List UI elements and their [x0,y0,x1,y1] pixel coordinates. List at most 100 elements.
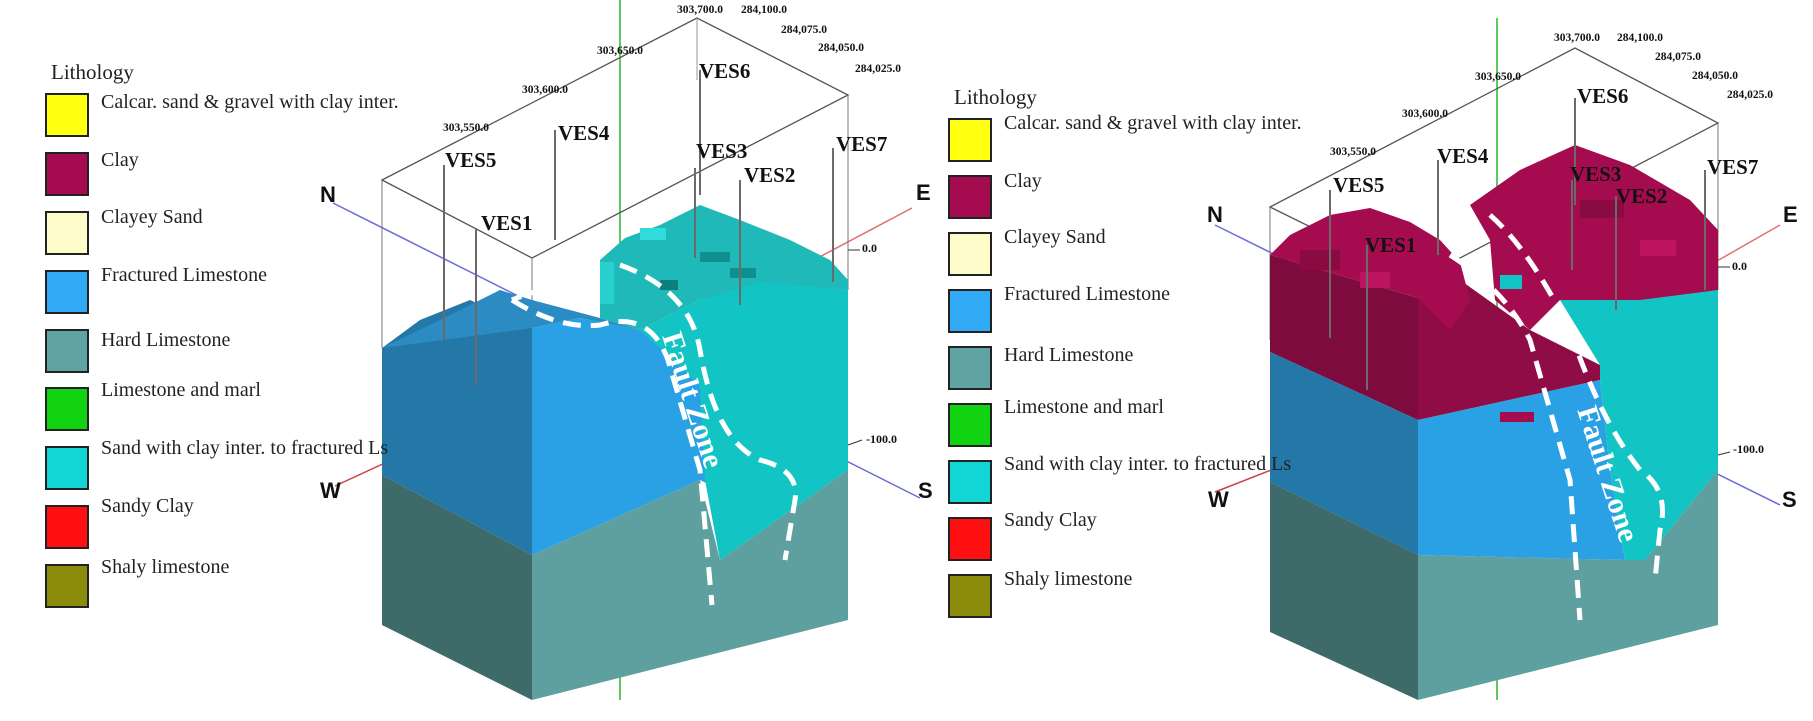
elevation-top-left: 0.0 [862,241,877,255]
fault-boundary-left-right [1448,252,1583,621]
swatch-clay [45,152,89,196]
ew-axis-left [809,207,913,263]
legend-item-limestone-marl: Limestone and marl [948,396,1164,447]
coord-y-label: 284,100.0 [741,4,787,16]
legend-item-sand-clay-fractured: Sand with clay inter. to fractured Ls [45,437,388,490]
legend-title: Lithology [954,85,1037,109]
left-face-clay [1270,255,1418,420]
legend-item-hard-limestone: Hard Limestone [45,329,230,373]
cyan-block [1500,275,1522,289]
legend-label: Clayey Sand [1004,226,1106,248]
fault-boundary-right-right [1488,213,1665,581]
swatch-sandy-clay [948,517,992,561]
legend-label: Limestone and marl [1004,396,1164,418]
right-block-model: Fault Zone VES5 VES4 VES1 VES6 VES3 VES2… [1207,18,1798,700]
borehole-label-ves1-right: VES1 [1365,233,1416,257]
borehole-label-ves3-right: VES3 [1570,162,1621,186]
legend-label: Sand with clay inter. to fractured Ls [1004,453,1292,475]
direction-n-right: N [1207,202,1223,227]
legend-label: Sand with clay inter. to fractured Ls [101,437,389,459]
elevation-deep-left: -100.0 [866,432,897,446]
borehole-label-ves4-right: VES4 [1437,144,1489,168]
legend-label: Clay [101,149,139,171]
front-face-fractured-ls [1418,380,1625,560]
front-face-sand-clay [1560,290,1718,560]
direction-s-right: S [1782,487,1797,512]
swatch-hard-limestone [45,329,89,373]
swatch-clay [948,175,992,219]
direction-n-left: N [320,182,336,207]
fault-boundary-top [511,285,556,303]
coord-x-label: 303,550.0 [443,122,489,134]
borehole-label-ves4: VES4 [558,121,610,145]
coord-x-label: 303,650.0 [1475,71,1521,83]
swatch-clayey-sand [948,232,992,276]
legend-item-clay: Clay [948,170,1042,219]
legend-item-clay: Clay [45,149,139,196]
left-face-fractured-ls [382,300,532,555]
legend-item-sandy-clay: Sandy Clay [948,509,1097,561]
front-face-clay [1418,280,1600,420]
borehole-label-ves3: VES3 [696,139,747,163]
coord-y-label: 284,075.0 [781,24,827,36]
borehole-label-ves6: VES6 [699,59,750,83]
legend-label: Calcar. sand & gravel with clay inter. [101,91,399,113]
legend-item-hard-limestone: Hard Limestone [948,344,1133,390]
left-block-model: Fault Zone VES5 VES4 VES1 VES6 VES3 VES2… [320,0,933,700]
borehole-label-ves2: VES2 [744,163,795,187]
swatch-sandy-clay [45,505,89,549]
legend-label: Hard Limestone [1004,344,1134,366]
lithology-legend-right: Lithology Calcar. sand & gravel with cla… [948,80,1368,620]
borehole-label-ves6-right: VES6 [1577,84,1628,108]
swatch-fractured-limestone [948,289,992,333]
coord-y-label: 284,075.0 [1655,51,1701,63]
legend-item-clayey-sand: Clayey Sand [948,226,1106,276]
cyan-block [700,252,730,262]
legend-label: Fractured Limestone [1004,283,1171,305]
swatch-limestone-marl [948,403,992,447]
swatch-limestone-marl [45,387,89,431]
coord-y-label: 284,050.0 [818,42,864,54]
borehole-label-ves5-right: VES5 [1333,173,1384,197]
swatch-calcar-sand-gravel [45,93,89,137]
clay-block [1500,412,1534,422]
legend-item-calcar-sand-gravel: Calcar. sand & gravel with clay inter. [45,91,399,137]
swatch-shaly-limestone [948,574,992,618]
legend-label: Clay [1004,170,1042,192]
cyan-block [640,228,666,240]
swatch-shaly-limestone [45,564,89,608]
coord-x-label: 303,700.0 [677,4,723,16]
direction-w-left: W [320,478,341,503]
legend-label: Limestone and marl [101,379,261,401]
borehole-label-ves7: VES7 [836,132,887,156]
borehole-label-ves5: VES5 [445,148,496,172]
legend-label: Shaly limestone [101,556,230,578]
swatch-hard-limestone [948,346,992,390]
borehole-label-ves7-right: VES7 [1707,155,1758,179]
coord-x-label: 303,550.0 [1330,146,1376,158]
direction-e-right: E [1783,202,1798,227]
fault-boundary-right [619,262,799,561]
direction-w-right: W [1208,487,1229,512]
swatch-fractured-limestone [45,270,89,314]
legend-item-shaly-limestone: Shaly limestone [45,556,229,608]
elevation-deep-right: -100.0 [1733,442,1764,456]
left-face-hard-ls [1270,482,1418,700]
front-face-hard-ls [1418,470,1718,700]
swatch-clayey-sand [45,211,89,255]
legend-label: Sandy Clay [101,495,194,517]
direction-e-left: E [916,180,931,205]
boreholes-right [1329,98,1706,390]
elevation-top-right: 0.0 [1732,259,1747,273]
lithology-legend-left: Lithology Calcar. sand & gravel with cla… [45,55,465,615]
legend-item-clayey-sand: Clayey Sand [45,206,203,255]
legend-item-fractured-limestone: Fractured Limestone [45,264,267,314]
left-face-fractured-ls [1270,352,1418,555]
legend-item-fractured-limestone: Fractured Limestone [948,283,1170,333]
legend-item-sand-clay-fractured: Sand with clay inter. to fractured Ls [948,453,1291,504]
legend-item-shaly-limestone: Shaly limestone [948,568,1132,618]
clay-block [1640,240,1676,256]
coord-y-label: 284,050.0 [1692,70,1738,82]
coord-x-label: 303,700.0 [1554,32,1600,44]
legend-label: Hard Limestone [101,329,231,351]
